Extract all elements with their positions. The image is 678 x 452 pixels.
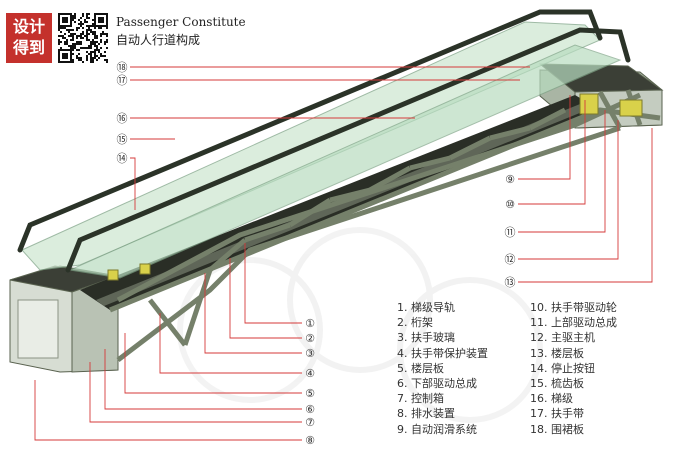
leader-line (204, 273, 302, 354)
legend-item: 7. 控制箱 (397, 392, 444, 406)
logo-line-2: 得到 (12, 38, 45, 57)
callout-number: ⑩ (505, 198, 515, 211)
callout-number: ⑨ (505, 173, 515, 186)
callout-number: ⑥ (305, 403, 315, 416)
leader-line (518, 95, 571, 180)
leader-line (159, 313, 302, 374)
legend-item: 18. 围裙板 (530, 422, 584, 436)
drive-parts (107, 93, 643, 281)
leader-line (229, 258, 302, 339)
legend-item: 1. 梯级导轨 (397, 301, 455, 314)
glass-balustrade (17, 9, 631, 279)
legend-item: 16. 梯级 (530, 392, 573, 406)
callout-number: ⑮ (117, 133, 128, 146)
callout-number: ⑬ (505, 276, 516, 289)
leader-line (518, 110, 606, 233)
callout-number: ③ (305, 347, 315, 360)
leader-line (244, 243, 302, 324)
legend-item: 12. 主驱主机 (530, 331, 595, 345)
title-english: Passenger Constitute (116, 15, 246, 29)
legend-item: 9. 自动润滑系统 (397, 422, 477, 436)
leader-line (518, 128, 653, 283)
leader-line (89, 362, 302, 423)
leader-line (518, 100, 586, 205)
watermark (177, 227, 543, 423)
legend-item: 5. 楼层板 (397, 361, 444, 375)
leader-line (104, 349, 302, 410)
leader-line (130, 157, 136, 210)
legend-item: 2. 桁架 (397, 316, 433, 330)
qr-code-icon (58, 13, 108, 63)
callout-number: ② (305, 332, 315, 345)
callout-number: ① (305, 317, 315, 330)
legend-item: 4. 扶手带保护装置 (397, 346, 488, 360)
legend-item: 13. 楼层板 (530, 346, 584, 360)
brand-logo: 设计 得到 (6, 13, 52, 63)
leader-line (124, 333, 302, 394)
legend-item: 11. 上部驱动总成 (530, 316, 617, 330)
legend-item: 15. 梳齿板 (530, 376, 584, 390)
title-chinese: 自动人行道构成 (116, 33, 201, 47)
callout-number: ④ (305, 367, 315, 380)
callout-number: ⑦ (305, 416, 315, 429)
callout-number: ⑤ (305, 387, 315, 400)
callout-number: ⑪ (505, 226, 516, 239)
leader-line (518, 120, 619, 260)
callout-number: ⑫ (505, 253, 516, 266)
callout-number: ⑱ (117, 61, 128, 74)
legend-item: 17. 扶手带 (530, 407, 584, 421)
callout-number: ⑯ (117, 112, 128, 125)
legend-item: 8. 排水装置 (397, 407, 455, 421)
leader-lines (34, 66, 653, 441)
legend-item: 6. 下部驱动总成 (397, 376, 477, 390)
legend-item: 14. 停止按钮 (530, 361, 595, 375)
leader-line (34, 380, 302, 441)
legend-item: 3. 扶手玻璃 (397, 331, 455, 345)
callout-number: ⑧ (305, 434, 315, 447)
legend-item: 10. 扶手带驱动轮 (530, 301, 617, 314)
callout-number: ⑭ (117, 152, 128, 165)
callout-number: ⑰ (117, 74, 128, 87)
logo-line-1: 设计 (12, 17, 45, 36)
